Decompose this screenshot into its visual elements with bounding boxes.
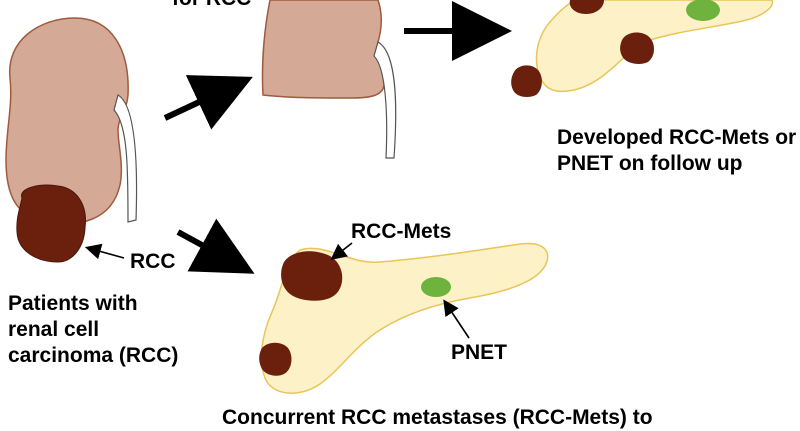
label-developed: Developed RCC-Mets or PNET on follow up: [557, 125, 796, 177]
label-patients: Patients with renal cell carcinoma (RCC): [8, 291, 178, 369]
label-patients-line-3: carcinoma (RCC): [8, 344, 179, 367]
label-developed-line-2: PNET on follow up: [557, 152, 743, 175]
ureter-left: [113, 94, 138, 223]
diagram-canvas: [5, 0, 774, 394]
pnet-followup: [686, 0, 720, 21]
label-pnet: PNET: [451, 341, 508, 364]
pnet-concurrent: [421, 277, 451, 297]
label-developed-line-1: Developed RCC-Mets or: [557, 126, 797, 149]
kidney-top-body: [261, 0, 385, 99]
rcc-met-concurrent-bottom: [259, 342, 292, 376]
rcc-pointer-arrow: [84, 243, 125, 260]
label-bottom-cut: Concurrent RCC metastases (RCC-Mets) to: [222, 406, 653, 429]
label-patients-line-2: renal cell: [8, 318, 100, 341]
rcc-met-followup-top: [569, 0, 604, 14]
label-patients-line-1: Patients with: [8, 292, 138, 315]
arrow-to-concurrent: [176, 218, 255, 274]
ureter-top: [373, 41, 397, 159]
pancreas-followup: [511, 0, 774, 98]
rcc-mets-pointer-arrow: [330, 242, 353, 260]
rcc-met-followup-low: [511, 65, 542, 98]
pancreas-followup-body: [535, 0, 774, 92]
arrow-to-top-kidney: [163, 75, 253, 130]
pnet-pointer-arrow: [443, 299, 470, 339]
rcc-met-concurrent-top: [281, 251, 343, 301]
rcc-met-followup-mid: [620, 32, 654, 64]
pancreas-concurrent: [259, 242, 549, 394]
label-top-cut: for RCC: [172, 0, 251, 12]
kidney-top: [261, 0, 397, 159]
kidney-left: [5, 17, 138, 263]
label-rcc-mets: RCC-Mets: [351, 220, 452, 243]
kidney-left-body: [5, 17, 129, 225]
rcc-tumor: [16, 184, 86, 263]
label-rcc: RCC: [130, 250, 176, 273]
